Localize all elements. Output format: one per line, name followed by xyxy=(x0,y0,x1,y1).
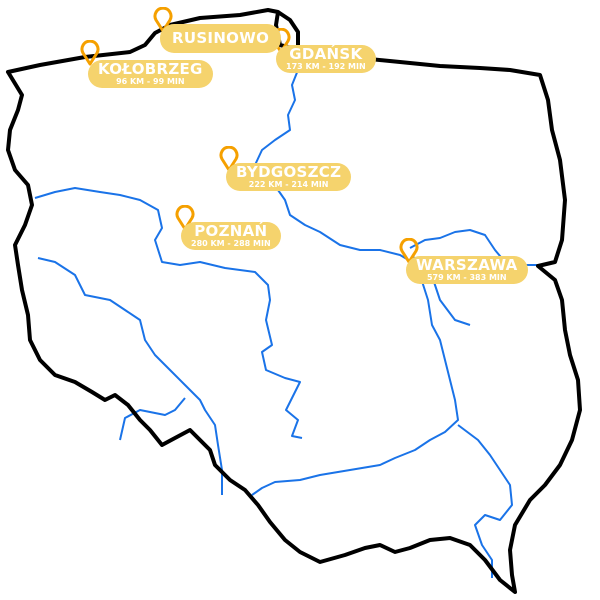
city-name: RUSINOWO xyxy=(172,29,270,47)
city-name: BYDGOSZCZ xyxy=(236,163,342,181)
river-bobr xyxy=(119,397,186,441)
river-warta xyxy=(34,187,303,439)
location-label-kolobrzeg[interactable]: KOŁOBRZEG 96 KM - 99 MIN xyxy=(88,60,213,88)
map-pin-icon[interactable] xyxy=(153,7,173,33)
river-san xyxy=(457,424,513,578)
location-label-rusinowo[interactable]: RUSINOWO xyxy=(160,24,282,53)
distance-time: 579 KM - 383 MIN xyxy=(426,273,507,282)
distance-time: 96 KM - 99 MIN xyxy=(116,77,185,86)
location-label-poznan[interactable]: POZNAŃ 280 KM - 288 MIN xyxy=(181,222,281,250)
river-oder xyxy=(37,257,223,495)
rivers xyxy=(34,69,540,578)
map-pin-icon[interactable] xyxy=(399,238,419,264)
map-pin-icon[interactable] xyxy=(219,146,239,172)
map-pin-icon[interactable] xyxy=(175,205,195,231)
city-name: KOŁOBRZEG xyxy=(98,60,203,78)
distance-time: 280 KM - 288 MIN xyxy=(191,239,271,248)
location-label-gdansk[interactable]: GDAŃSK 173 KM - 192 MIN xyxy=(276,45,376,73)
location-label-warszawa[interactable]: WARSZAWA 579 KM - 383 MIN xyxy=(406,256,528,284)
country-border xyxy=(6,8,582,594)
distance-time: 173 KM - 192 MIN xyxy=(286,62,366,71)
city-name: WARSZAWA xyxy=(416,256,518,274)
distance-time: 222 KM - 214 MIN xyxy=(248,180,329,189)
map-pin-icon[interactable] xyxy=(80,40,100,66)
city-name: POZNAŃ xyxy=(194,222,268,240)
location-label-bydgoszcz[interactable]: BYDGOSZCZ 222 KM - 214 MIN xyxy=(226,163,352,191)
city-name: GDAŃSK xyxy=(289,45,363,63)
